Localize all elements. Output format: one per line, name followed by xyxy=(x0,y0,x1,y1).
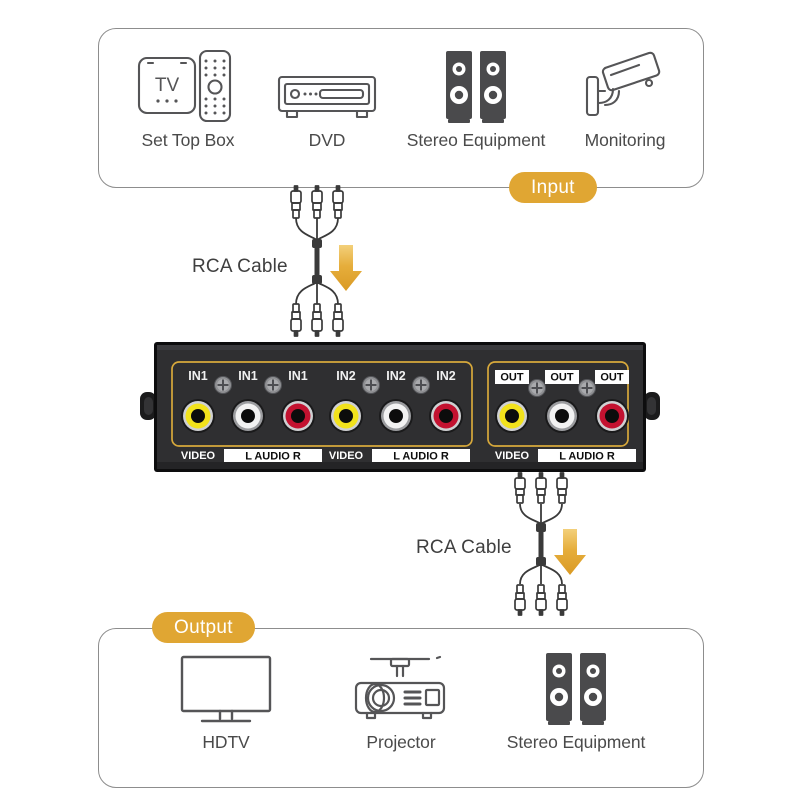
device-label: Projector xyxy=(366,732,436,752)
device-set-top-box: TV xyxy=(113,47,263,150)
device-label: Stereo Equipment xyxy=(506,732,646,752)
svg-text:IN1: IN1 xyxy=(288,369,308,383)
device-label: Set Top Box xyxy=(141,130,235,150)
rca-av-switch-device[interactable]: IN1 IN1 IN1 xyxy=(140,340,660,475)
projector-icon xyxy=(353,649,449,725)
jack-out-video xyxy=(495,399,529,433)
jack-in2-video xyxy=(329,399,363,433)
cctv-camera-icon xyxy=(579,47,671,123)
device-label: Monitoring xyxy=(584,130,666,150)
rca-cable-label-bottom: RCA Cable xyxy=(416,537,512,558)
jack-out-audio-l xyxy=(545,399,579,433)
jack-in2-audio-l xyxy=(379,399,413,433)
dvd-player-icon xyxy=(277,47,377,123)
mounting-ear-right xyxy=(644,392,660,420)
output-badge: Output xyxy=(152,612,255,643)
svg-text:OUT: OUT xyxy=(600,372,624,384)
device-label: Stereo Equipment xyxy=(406,130,546,150)
jack-in2-audio-r xyxy=(429,399,463,433)
svg-text:IN1: IN1 xyxy=(238,369,258,383)
device-monitoring: Monitoring xyxy=(561,47,689,150)
input-panel: TV xyxy=(98,28,704,188)
device-projector: Projector xyxy=(319,649,483,752)
svg-text:L AUDIO R: L AUDIO R xyxy=(245,451,301,463)
svg-text:L AUDIO R: L AUDIO R xyxy=(393,451,449,463)
svg-text:IN2: IN2 xyxy=(436,369,456,383)
svg-text:OUT: OUT xyxy=(500,372,524,384)
output-panel: HDTV xyxy=(98,628,704,788)
input-badge: Input xyxy=(509,172,597,203)
hdtv-icon xyxy=(180,649,272,725)
device-stereo-input: Stereo Equipment xyxy=(391,47,561,150)
jack-in1-audio-l xyxy=(231,399,265,433)
jack-in1-video xyxy=(181,399,215,433)
set-top-box-icon: TV xyxy=(136,47,240,123)
svg-text:L AUDIO R: L AUDIO R xyxy=(559,451,615,463)
rca-cable-label-top: RCA Cable xyxy=(192,256,288,277)
svg-text:TV: TV xyxy=(155,75,180,96)
device-dvd: DVD xyxy=(263,47,391,150)
svg-text:OUT: OUT xyxy=(550,372,574,384)
device-label: DVD xyxy=(308,130,346,150)
stereo-speakers-icon xyxy=(546,649,606,725)
svg-text:VIDEO: VIDEO xyxy=(329,450,364,462)
svg-text:IN2: IN2 xyxy=(386,369,406,383)
down-arrow-icon-top xyxy=(328,244,364,292)
jack-in1-audio-r xyxy=(281,399,315,433)
rca-cable-icon-bottom xyxy=(510,470,572,618)
mounting-ear-left xyxy=(140,392,156,420)
svg-text:IN1: IN1 xyxy=(188,369,208,383)
device-hdtv: HDTV xyxy=(133,649,319,752)
down-arrow-icon-bottom xyxy=(552,528,588,576)
device-stereo-output: Stereo Equipment xyxy=(483,649,669,752)
stereo-speakers-icon xyxy=(446,47,506,123)
svg-text:VIDEO: VIDEO xyxy=(495,450,530,462)
device-label: HDTV xyxy=(202,732,250,752)
rca-cable-icon-top xyxy=(286,182,348,340)
svg-text:IN2: IN2 xyxy=(336,369,356,383)
jack-out-audio-r xyxy=(595,399,629,433)
svg-text:VIDEO: VIDEO xyxy=(181,450,216,462)
